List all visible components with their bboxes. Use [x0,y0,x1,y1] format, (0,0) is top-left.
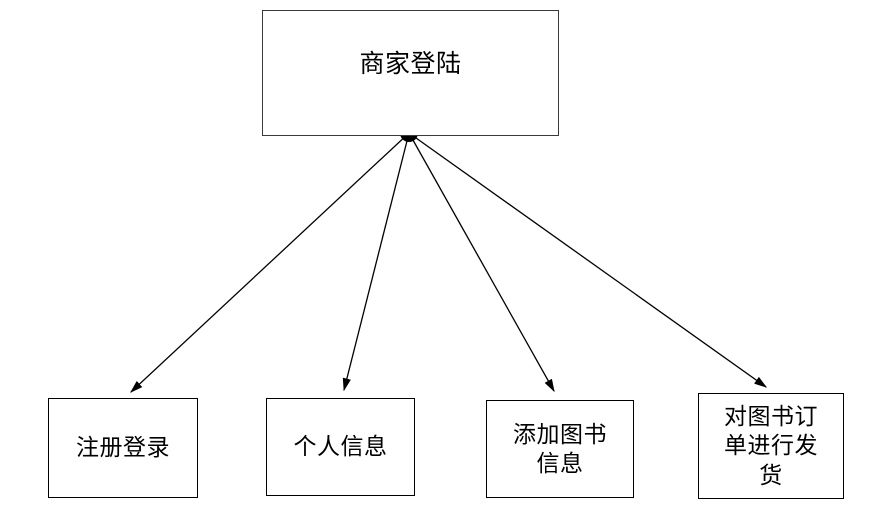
node-personal-info[interactable]: 个人信息 [266,398,415,496]
node-add-book-info[interactable]: 添加图书 信息 [486,400,634,498]
node-register-login[interactable]: 注册登录 [48,398,198,498]
edge-to-personal-info [342,132,410,392]
edge-to-register-login [130,132,410,393]
node-ship-book-order-label: 对图书订 单进行发 货 [724,403,818,488]
node-merchant-login[interactable]: 商家登陆 [262,10,559,136]
node-register-login-label: 注册登录 [76,435,170,461]
node-personal-info-label: 个人信息 [293,434,388,460]
node-add-book-info-label: 添加图书 信息 [513,421,607,476]
edge-to-ship-book-order [408,132,768,388]
edge-to-add-book-info [408,132,555,393]
node-ship-book-order[interactable]: 对图书订 单进行发 货 [698,393,844,499]
node-merchant-login-label: 商家登陆 [359,51,462,78]
